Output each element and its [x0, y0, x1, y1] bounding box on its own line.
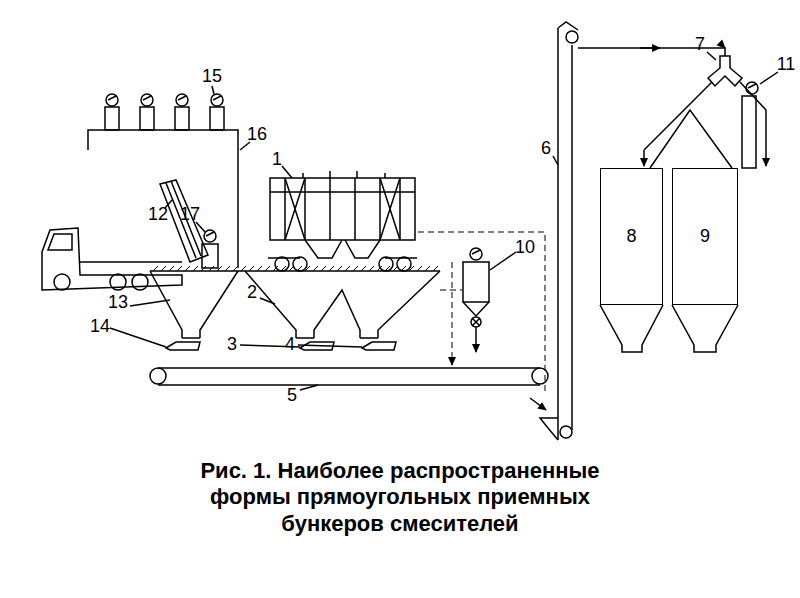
callout-number: 4	[285, 335, 295, 353]
callout-number: 14	[90, 317, 110, 335]
callout-number: 3	[227, 335, 237, 353]
callout-number: 12	[148, 205, 168, 223]
callout-number: 2	[247, 283, 257, 301]
callout-number: 1	[272, 150, 282, 168]
callout-number: 9	[700, 226, 710, 247]
silo: 8	[600, 168, 663, 305]
callout-number: 6	[541, 139, 551, 157]
callout-number: 8	[626, 226, 636, 247]
callout-number: 16	[247, 125, 267, 143]
silo: 9	[672, 168, 738, 305]
callout-number: 11	[777, 55, 796, 73]
callout-number: 5	[287, 386, 297, 404]
callout-number: 17	[180, 205, 200, 223]
callout-number: 7	[695, 35, 705, 53]
callout-number: 13	[108, 293, 128, 311]
callout-number: 10	[515, 238, 535, 256]
callout-number: 15	[202, 67, 222, 85]
figure-caption: Рис. 1. Наиболее распространенные формы …	[180, 458, 620, 537]
